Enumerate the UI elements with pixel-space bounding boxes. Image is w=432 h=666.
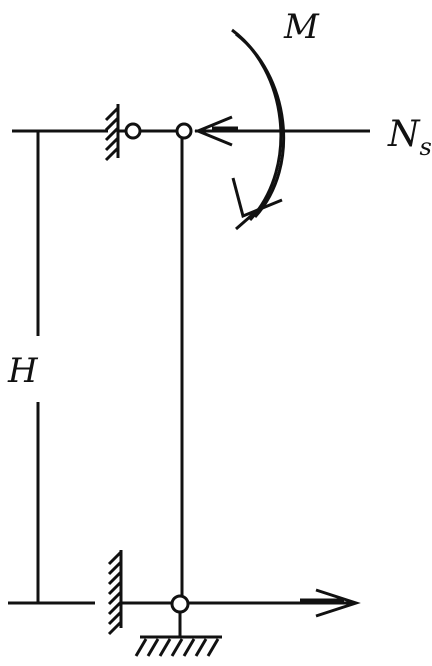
ground-support <box>134 612 222 657</box>
label-height: H <box>7 351 39 391</box>
bottom-arrow-head <box>315 588 361 618</box>
bottom-wall-support <box>107 550 171 636</box>
moment-arrow <box>231 28 286 231</box>
label-axial-force-main: N <box>387 114 421 155</box>
top-wall-hinge <box>124 122 142 140</box>
label-moment: M <box>283 7 320 47</box>
bottom-column-hinge <box>170 594 190 614</box>
top-column-hinge <box>175 122 193 140</box>
moment-arrow-head <box>231 177 283 219</box>
dimension-height <box>8 129 108 605</box>
label-axial-force: Ns <box>387 114 432 161</box>
axial-force-head <box>194 115 233 147</box>
bottom-horizontal-arrow <box>189 588 361 618</box>
label-axial-force-sub: s <box>420 133 432 161</box>
